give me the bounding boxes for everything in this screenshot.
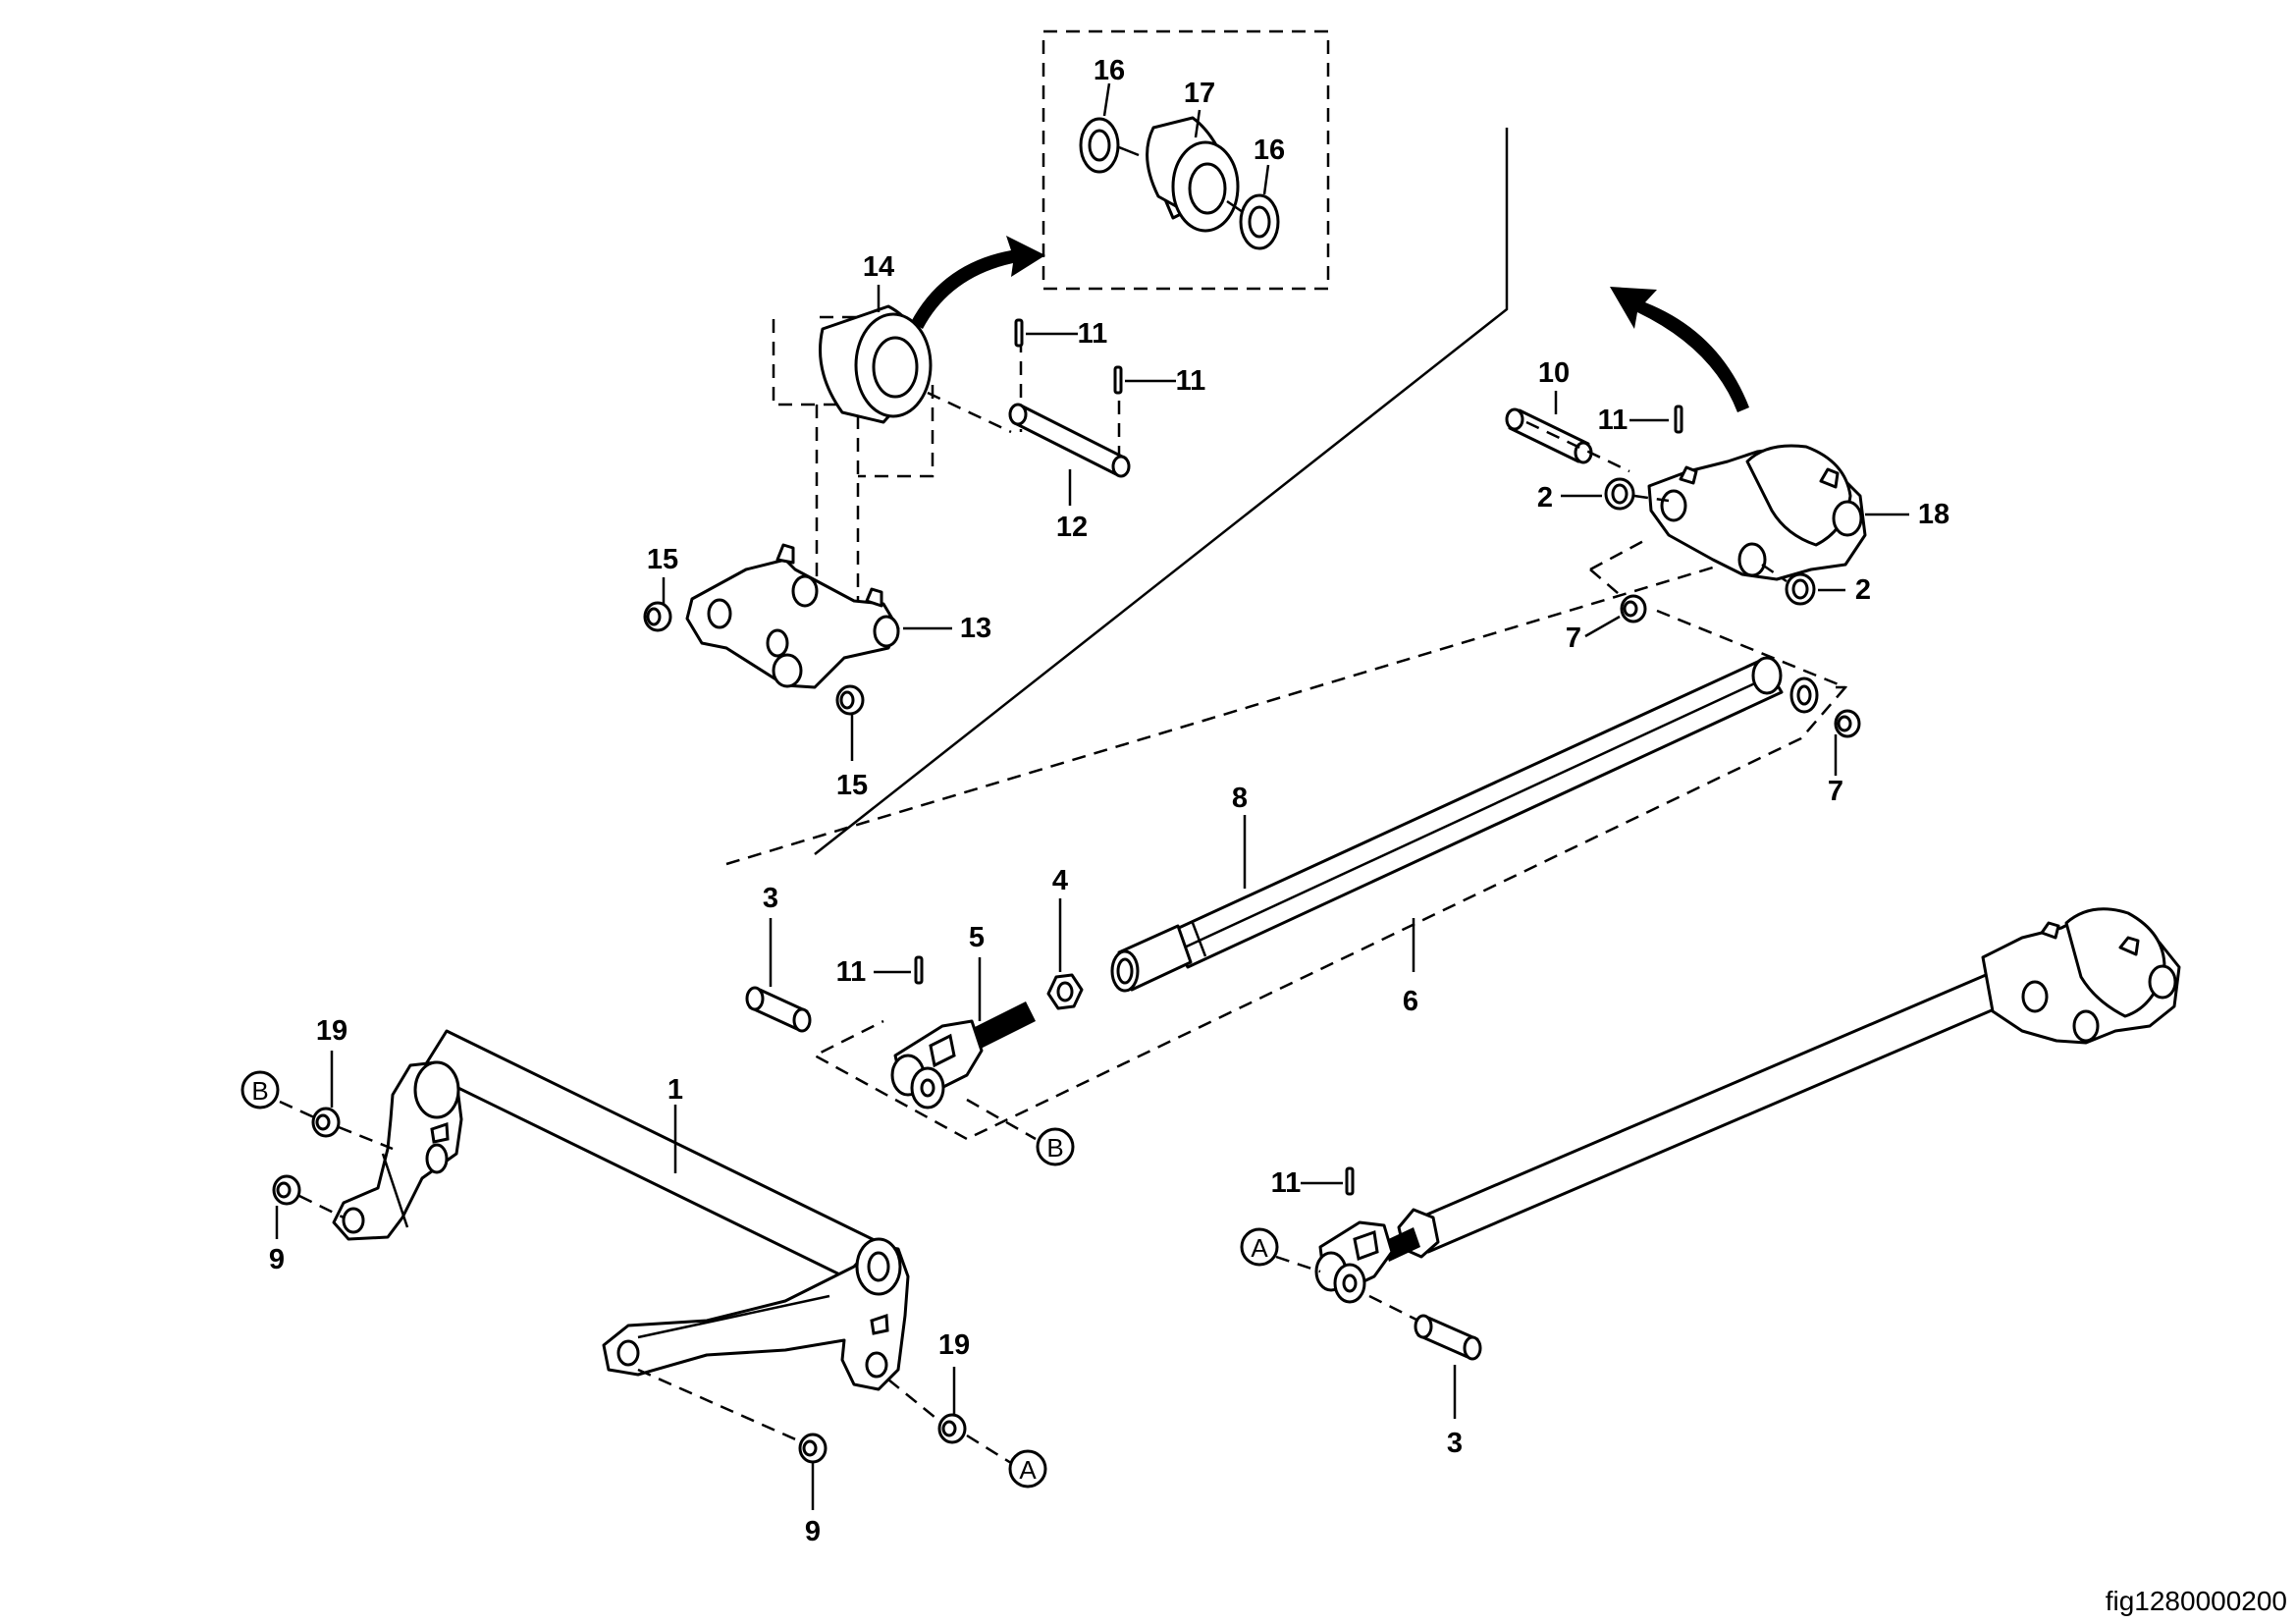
pin-3-bottom [1414,1314,1482,1361]
label-7-right: 7 [1828,776,1843,807]
label-9-right: 9 [805,1516,821,1547]
tube-8-end [1110,924,1193,993]
label-3-bottom: 3 [1447,1428,1463,1459]
label-13: 13 [960,613,991,644]
label-1: 1 [667,1074,683,1106]
ref-b-left: B [251,1076,268,1106]
detail-box [1041,29,1330,291]
bushing-7-top [1620,594,1647,623]
label-15-left: 15 [647,544,678,575]
label-11-a: 11 [1078,318,1108,350]
label-3-top: 3 [763,883,778,914]
bracket-lower-right [1981,907,2181,1045]
label-10: 10 [1538,357,1570,389]
ref-b-right: B [1046,1133,1063,1163]
label-4: 4 [1052,865,1068,896]
label-11-c: 11 [1598,405,1629,436]
label-6: 6 [1403,986,1418,1017]
bushing-17 [1146,116,1240,233]
bushing-15-bottom [835,684,865,716]
pin-10 [1505,407,1593,464]
washer-2-right [1785,572,1816,606]
label-7-top: 7 [1566,623,1581,654]
label-19-left: 19 [316,1015,347,1047]
label-8: 8 [1232,783,1248,814]
label-11-d: 11 [836,956,867,988]
cross-shaft-1 [332,1029,910,1391]
ref-a-left: A [1019,1455,1037,1485]
label-19-right: 19 [938,1329,970,1361]
label-15-bottom: 15 [836,770,868,801]
bushing-9-right [798,1433,828,1464]
pin-11-e [1345,1166,1355,1196]
ref-a-circle-right [1240,1227,1279,1267]
bracket-13 [685,543,900,689]
label-2-right: 2 [1855,574,1871,606]
bushing-19-right [937,1413,967,1444]
pin-11-b [1113,365,1123,395]
pin-11-d [914,955,924,985]
clevis-5 [890,1001,1036,1110]
label-9-left: 9 [269,1244,285,1275]
label-16-left: 16 [1094,55,1125,86]
tie-rod-6 [1166,656,1819,969]
bushing-19-left [311,1107,341,1138]
pin-11-a [1014,318,1024,348]
label-17: 17 [1184,78,1215,109]
roller-14 [819,304,933,424]
label-12: 12 [1056,512,1088,543]
label-2-left: 2 [1537,482,1553,514]
ref-a-circle-left [1008,1449,1047,1489]
bushing-9-left [272,1174,301,1206]
nut-4 [1046,973,1084,1010]
shaft-12 [1008,403,1131,478]
ref-b-circle-left [240,1070,280,1110]
bearing-16-right [1239,193,1280,250]
label-11-e: 11 [1271,1167,1302,1199]
divider-line [814,128,1509,855]
bushing-7-right [1834,709,1861,738]
label-11-b: 11 [1176,365,1206,397]
curved-arrow-detail [911,236,1045,329]
bushing-15-left [643,601,672,632]
pin-3-top [745,986,812,1033]
label-5: 5 [969,922,985,953]
washer-2-left [1604,477,1635,511]
label-16-right: 16 [1254,135,1285,166]
label-14: 14 [863,251,894,283]
label-18: 18 [1918,499,1949,530]
ref-b-circle-right [1036,1127,1075,1166]
pin-11-c [1674,405,1683,434]
callout-labels: 16 17 16 14 11 11 12 13 15 15 10 11 2 18… [269,55,1949,1547]
curved-arrow-right [1610,287,1749,412]
figure-id: fig1280000200 [2106,1586,2287,1616]
ref-a-right: A [1251,1233,1268,1263]
tie-rod-lower [1314,970,2014,1304]
bracket-18 [1647,444,1867,581]
bearing-16-left [1079,117,1120,174]
